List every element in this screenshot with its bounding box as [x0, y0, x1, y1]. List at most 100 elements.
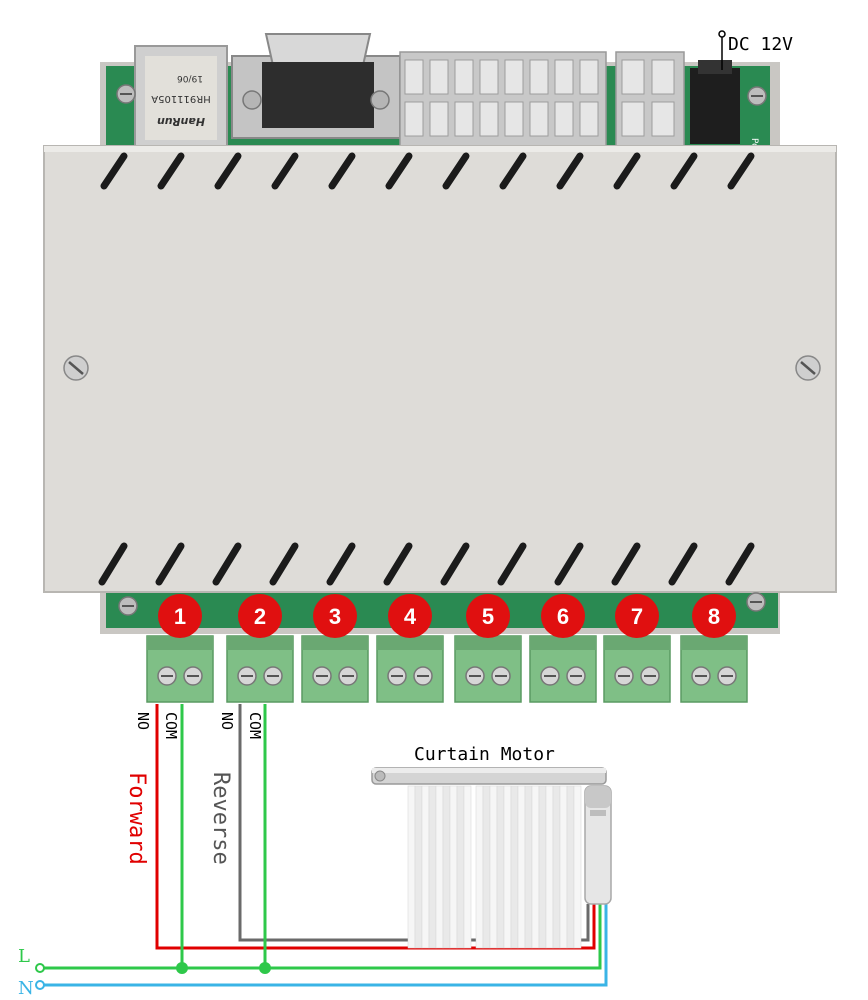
io-terminal-cell: [429, 101, 449, 137]
vent-slot: [155, 542, 185, 586]
cover-highlight: [44, 146, 836, 152]
curtain-pleat: [442, 785, 451, 949]
relay-number-label: 3: [329, 604, 341, 629]
io-terminal-cell: [529, 59, 549, 95]
relay-controller-board: 19/06 HR911105A HanRun: [43, 33, 837, 703]
curtain-pleat: [552, 785, 561, 949]
vent-slot: [499, 152, 527, 190]
io-terminal-cell: [479, 59, 499, 95]
dc-power-jack: [690, 60, 740, 144]
relay-output-6: 6: [529, 594, 597, 703]
relay2-com-label: COM: [246, 712, 264, 739]
vent-slot: [214, 152, 242, 190]
power-input-callout: DC 12V: [718, 30, 793, 70]
relay2-no-label: NO: [218, 712, 236, 730]
vent-slot: [670, 152, 698, 190]
curtain-pleat: [435, 785, 444, 949]
curtain-pleat: [503, 785, 512, 949]
curtain-pleat: [475, 785, 484, 949]
io-terminal-cell: [651, 59, 675, 95]
junction-dot: [259, 962, 271, 974]
io-terminal-cell: [621, 59, 645, 95]
rj45-part-label: HR911105A: [151, 93, 211, 104]
rj45-connector: 19/06 HR911105A HanRun: [134, 45, 228, 147]
io-terminal-cell: [404, 101, 424, 137]
terminal-block-top: [604, 636, 670, 650]
relay1-com-label: COM: [162, 712, 180, 739]
relay-number-label: 2: [254, 604, 266, 629]
neutral-label: N: [18, 978, 34, 999]
io-terminal-cell: [579, 101, 599, 137]
io-terminal-cell: [429, 59, 449, 95]
terminal-block-top: [227, 636, 293, 650]
relay-number-label: 6: [557, 604, 569, 629]
terminal-block-top: [302, 636, 368, 650]
relay-number-label: 7: [631, 604, 643, 629]
vent-slot: [497, 542, 527, 586]
curtain-pleat: [482, 785, 491, 949]
curtain-pleat: [531, 785, 540, 949]
io-terminal-cell: [454, 101, 474, 137]
vent-slot: [727, 152, 755, 190]
curtain-pleat: [414, 785, 423, 949]
curtain-pleat: [510, 785, 519, 949]
vent-slots-bottom: [98, 542, 755, 586]
vent-slot: [328, 152, 356, 190]
relay-number-badge: [313, 594, 357, 638]
vent-slot: [613, 152, 641, 190]
relay-number-badge: [692, 594, 736, 638]
relay-number-badge: [158, 594, 202, 638]
wire-neutral: [44, 904, 608, 987]
curtain-pleat: [463, 785, 472, 949]
io-terminal-cell: [554, 101, 574, 137]
reverse-label: Reverse: [208, 772, 233, 865]
vent-slot: [442, 152, 470, 190]
vent-slot: [269, 542, 299, 586]
terminal-block-top: [377, 636, 443, 650]
curtain-pleat: [559, 785, 568, 949]
curtain-panels: [407, 785, 582, 949]
power-label: DC 12V: [728, 34, 793, 55]
relay-number-label: 1: [174, 604, 186, 629]
vent-slot: [212, 542, 242, 586]
pcb-bottom-strip: [106, 588, 778, 628]
io-terminal-cell: [479, 101, 499, 137]
io-terminal-cell: [579, 59, 599, 95]
relay-number-label: 5: [482, 604, 494, 629]
curtain-pleat: [421, 785, 430, 949]
vent-slot: [100, 152, 128, 190]
vent-slot: [556, 152, 584, 190]
neutral-terminal: [35, 980, 45, 990]
relay-number-label: 8: [708, 604, 720, 629]
relay-output-8: 8: [680, 594, 748, 703]
curtain-pleat: [449, 785, 458, 949]
terminal-block-top: [530, 636, 596, 650]
curtain-pleat: [517, 785, 526, 949]
curtain-pleat: [573, 785, 582, 949]
vent-slot: [440, 542, 470, 586]
relay1-no-label: NO: [134, 712, 152, 730]
relay-outputs: 1 2 3 4 5 6 7 8: [146, 594, 748, 703]
vent-slot: [326, 542, 356, 586]
curtain-pleat: [524, 785, 533, 949]
relay-output-7: 7: [603, 594, 671, 703]
vent-slot: [554, 542, 584, 586]
io-terminal-cell: [404, 59, 424, 95]
curtain-pleat: [407, 785, 416, 949]
relay-output-1: 1: [146, 594, 214, 703]
live-label: L: [18, 946, 30, 967]
relay-output-2: 2: [226, 594, 294, 703]
curtain-motor-illustration: [371, 767, 612, 949]
io-terminal-cell: [651, 101, 675, 137]
curtain-pleat: [456, 785, 465, 949]
screw-icon: [63, 355, 89, 381]
vent-slot: [157, 152, 185, 190]
io-terminal-cells: [404, 59, 675, 137]
io-terminal-cell: [504, 59, 524, 95]
terminal-block-top: [455, 636, 521, 650]
relay-output-4: 4: [376, 594, 444, 703]
curtain-pleat: [566, 785, 575, 949]
db9-serial-port: [231, 33, 401, 139]
junction-dot: [176, 962, 188, 974]
